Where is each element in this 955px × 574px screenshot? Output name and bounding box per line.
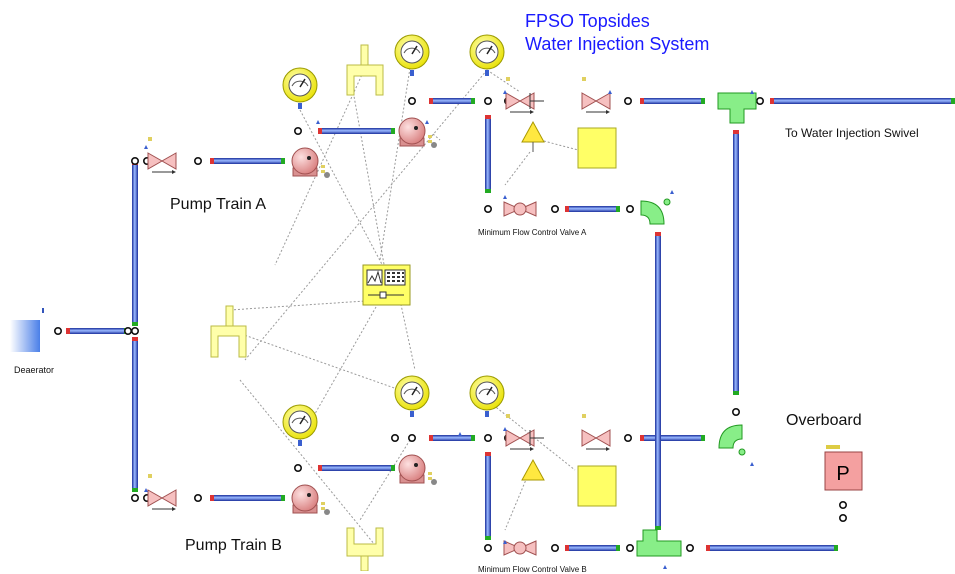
pipe-segment[interactable] [485, 452, 491, 540]
junction-node[interactable] [483, 433, 492, 442]
pump-train-b-label: Pump Train B [185, 537, 282, 554]
junction-node[interactable] [625, 543, 634, 552]
pipe-segment[interactable] [318, 465, 395, 471]
pressure-boundary-label: P [836, 463, 849, 485]
elbow-a[interactable] [640, 198, 671, 225]
flow-controller-b[interactable] [577, 465, 617, 507]
pipes [66, 98, 955, 551]
pipe-segment[interactable] [485, 115, 491, 193]
min-flow-valve-a-label: Minimum Flow Control Valve A [478, 228, 587, 237]
pipe-segment[interactable] [640, 435, 705, 441]
pipe-segment[interactable] [132, 161, 138, 326]
junction-node[interactable] [483, 205, 492, 214]
junction-node[interactable] [131, 157, 140, 166]
junction-node[interactable] [293, 127, 302, 136]
junction-node[interactable] [407, 97, 416, 106]
junction-node[interactable] [623, 97, 632, 106]
splitter-left[interactable] [210, 305, 247, 358]
junction-node[interactable] [194, 493, 203, 502]
junction-node[interactable] [407, 433, 416, 442]
pipe-segment[interactable] [655, 232, 661, 530]
pipe-segment[interactable] [733, 130, 739, 395]
junction-node[interactable] [194, 157, 203, 166]
junction-node[interactable] [131, 326, 140, 335]
overboard-label: Overboard [786, 412, 862, 429]
pressure-gauge-icon[interactable] [394, 375, 430, 417]
junction-node[interactable] [550, 205, 559, 214]
junction-node[interactable] [131, 493, 140, 502]
control-valve-b[interactable] [521, 458, 545, 481]
junction-node[interactable] [483, 97, 492, 106]
junction-node[interactable] [838, 500, 847, 509]
splitter-top[interactable] [346, 44, 384, 96]
pipe-segment[interactable] [429, 98, 475, 104]
junction-node[interactable] [390, 433, 399, 442]
deaerator-vessel[interactable] [10, 308, 44, 352]
valve[interactable] [147, 137, 177, 174]
control-valve-a[interactable] [521, 120, 545, 152]
pipe-segment[interactable] [132, 337, 138, 492]
pressure-gauge-icon[interactable] [469, 34, 505, 76]
junction-node[interactable] [755, 97, 764, 106]
pipe-segment[interactable] [66, 328, 128, 334]
valve[interactable] [147, 474, 177, 511]
elbow-b[interactable] [718, 424, 746, 456]
pipe-segment[interactable] [706, 545, 838, 551]
junction-node[interactable] [623, 433, 632, 442]
valve[interactable] [581, 414, 611, 451]
diagram-title-line1: FPSO Topsides [525, 11, 650, 31]
pump[interactable] [291, 484, 330, 515]
pumps [291, 117, 437, 515]
min-flow-valve[interactable] [503, 540, 537, 556]
junction-node[interactable] [293, 463, 302, 472]
gauges [282, 34, 505, 446]
junction-node[interactable] [685, 543, 694, 552]
min-flow-valve-b-label: Minimum Flow Control Valve B [478, 565, 587, 574]
valves [147, 77, 611, 556]
pump[interactable] [398, 117, 437, 148]
splitter-bottom[interactable] [346, 527, 384, 571]
pipe-segment[interactable] [429, 435, 475, 441]
junction-node[interactable] [625, 205, 634, 214]
valve[interactable] [581, 77, 611, 114]
pipe-segment[interactable] [565, 545, 620, 551]
control-actuator [529, 430, 544, 446]
control-actuator [529, 93, 544, 109]
pump-train-a-label: Pump Train A [170, 196, 267, 213]
pressure-gauge-icon[interactable] [394, 34, 430, 76]
junction-node[interactable] [550, 543, 559, 552]
pressure-gauge-icon[interactable] [282, 404, 318, 446]
junction-node[interactable] [838, 513, 847, 522]
overboard-boundary[interactable]: P [824, 445, 863, 491]
pump[interactable] [291, 147, 330, 178]
junction-node[interactable] [731, 407, 740, 416]
deaerator-label: Deaerator [14, 365, 55, 375]
junction-node[interactable] [53, 326, 62, 335]
pipe-segment[interactable] [565, 206, 620, 212]
pressure-gauge-icon[interactable] [282, 67, 318, 109]
pipe-segment[interactable] [210, 495, 285, 501]
to-swivel-label: To Water Injection Swivel [785, 126, 919, 140]
min-flow-valve[interactable] [503, 201, 537, 217]
pipe-segment[interactable] [770, 98, 955, 104]
tee-bottom[interactable] [636, 529, 682, 557]
pipe-segment[interactable] [210, 158, 285, 164]
tee-top[interactable] [717, 92, 757, 124]
pressure-gauge-icon[interactable] [469, 375, 505, 417]
port-markers [144, 90, 754, 569]
junction-nodes [53, 97, 847, 552]
pipe-segment[interactable] [318, 128, 395, 134]
junction-node[interactable] [124, 326, 133, 335]
pipe-segment[interactable] [640, 98, 705, 104]
control-panel[interactable] [362, 264, 411, 306]
pump[interactable] [398, 454, 437, 485]
diagram-title-line2: Water Injection System [525, 34, 710, 54]
junction-node[interactable] [483, 543, 492, 552]
flow-controller-a[interactable] [577, 127, 617, 169]
